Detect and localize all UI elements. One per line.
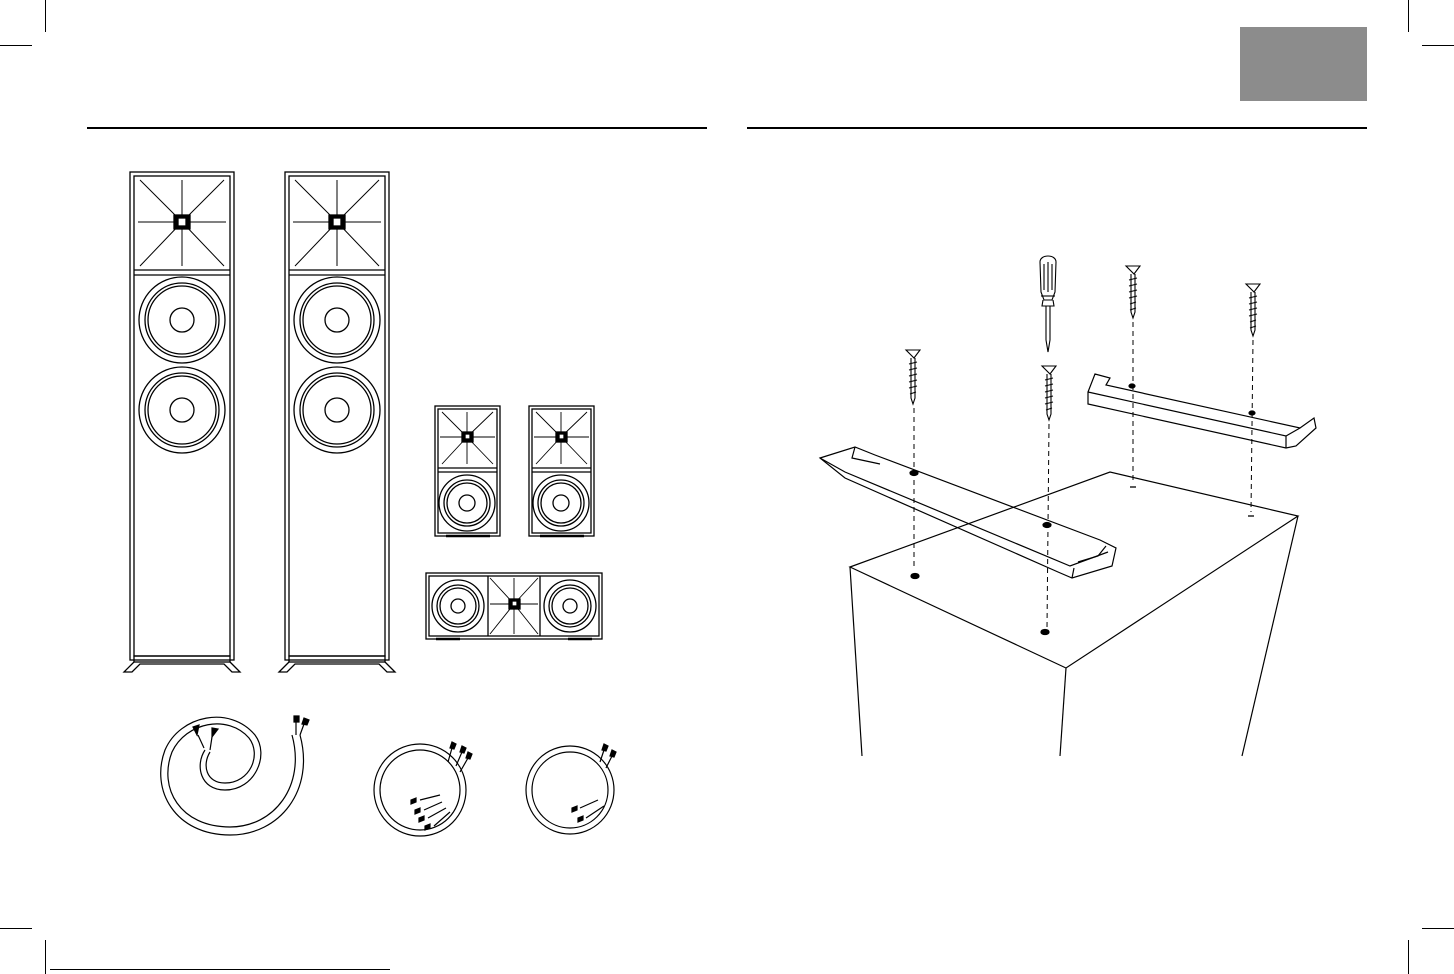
wood-screw-3 [1126,266,1140,318]
alignment-guides [914,322,1253,628]
speaker-wire-coil-small [526,744,616,834]
floorstanding-speaker-2 [279,172,395,672]
floorstanding-speaker-1 [124,172,240,672]
woofer-upper [139,277,225,363]
wood-screw-2 [1042,366,1056,420]
woofer-lower [139,367,225,453]
speaker-cabinet-base [850,472,1298,756]
outrigger-foot-back [1088,374,1316,448]
speaker-wire-coil-large [161,716,309,835]
woofer-lower [294,367,380,453]
woofer-upper [294,277,380,363]
screwdriver-icon [1040,256,1056,352]
center-channel-speaker [426,573,602,639]
outrigger-foot-front [820,447,1116,578]
wood-screw-4 [1246,284,1260,336]
speaker-wire-coil-medium [374,742,472,836]
bookshelf-speaker-2 [529,406,594,536]
bookshelf-speaker-1 [435,406,500,536]
wood-screw-1 [906,350,920,404]
